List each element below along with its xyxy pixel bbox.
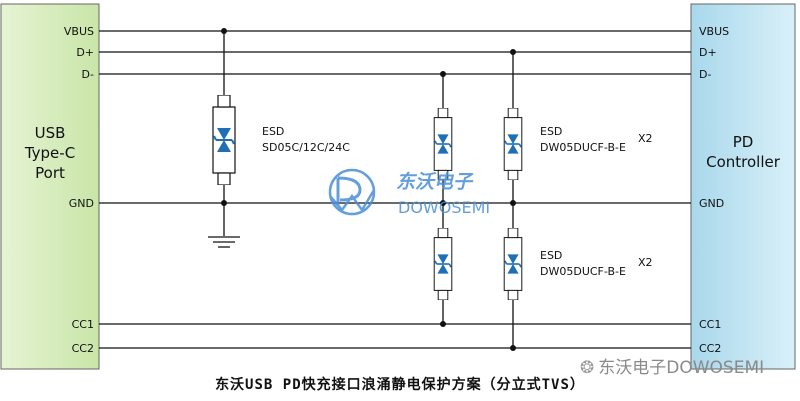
watermark-text: 东沃电子DOWOSEMI <box>598 358 765 378</box>
pd-label-1: PD <box>733 133 754 151</box>
logo-en-text: DOWOSEMI <box>398 198 490 217</box>
wechat-watermark: ❂东沃电子DOWOSEMI <box>580 353 764 378</box>
cc1-label-left: CC1 <box>72 318 94 331</box>
vbus-label-right: VBUS <box>699 25 729 38</box>
wechat-icon: ❂ <box>580 358 595 378</box>
vbus-label-left: VBUS <box>64 25 94 38</box>
figure-caption: 东沃USB PD快充接口浪涌静电保护方案（分立式TVS） <box>215 377 585 393</box>
cc1-tvs-diode <box>433 228 453 300</box>
usb-label-3: Port <box>35 164 65 182</box>
usb-label-1: USB <box>35 124 66 142</box>
dminus-junction <box>440 71 446 77</box>
pd-controller-block <box>690 3 796 370</box>
cc2-label-right: CC2 <box>699 342 721 355</box>
gnd-junction-vbus <box>221 200 227 206</box>
usb-label-2: Type-C <box>24 144 75 162</box>
dplus-label-left: D+ <box>76 46 94 59</box>
gnd-junction-2 <box>510 200 516 206</box>
data-tvs-bottom-name: ESD <box>540 249 562 262</box>
logo-cn-text: 东沃电子 <box>396 171 474 193</box>
cc2-junction <box>510 345 516 351</box>
dplus-label-right: D+ <box>699 46 717 59</box>
gnd-label-left: GND <box>69 197 94 210</box>
cc1-label-right: CC1 <box>699 318 721 331</box>
vbus-junction <box>221 28 227 34</box>
vbus-tvs-diode <box>212 95 236 185</box>
gnd-junction-1 <box>440 200 446 206</box>
vbus-tvs-name: ESD <box>262 125 284 138</box>
cc1-junction <box>440 321 446 327</box>
dminus-label-right: D- <box>699 68 711 81</box>
data-tvs-bottom-qty: X2 <box>638 256 653 269</box>
data-tvs-top-part: DW05DUCF-B-E <box>540 141 626 154</box>
gnd-label-right: GND <box>699 197 724 210</box>
dplus-tvs-diode <box>503 108 523 180</box>
dminus-tvs-diode <box>433 108 453 180</box>
cc2-label-left: CC2 <box>72 342 94 355</box>
data-tvs-top-qty: X2 <box>638 132 653 145</box>
earth-ground-icon <box>208 236 240 248</box>
pd-label-2: Controller <box>706 153 781 171</box>
dminus-label-left: D- <box>82 68 94 81</box>
cc2-tvs-diode <box>503 228 523 300</box>
dplus-junction <box>510 49 516 55</box>
company-logo: 东沃电子 DOWOSEMI <box>328 168 490 217</box>
vbus-tvs-part: SD05C/12C/24C <box>262 141 350 154</box>
data-tvs-top-name: ESD <box>540 125 562 138</box>
data-tvs-bottom-part: DW05DUCF-B-E <box>540 265 626 278</box>
usb-port-block <box>0 3 100 370</box>
